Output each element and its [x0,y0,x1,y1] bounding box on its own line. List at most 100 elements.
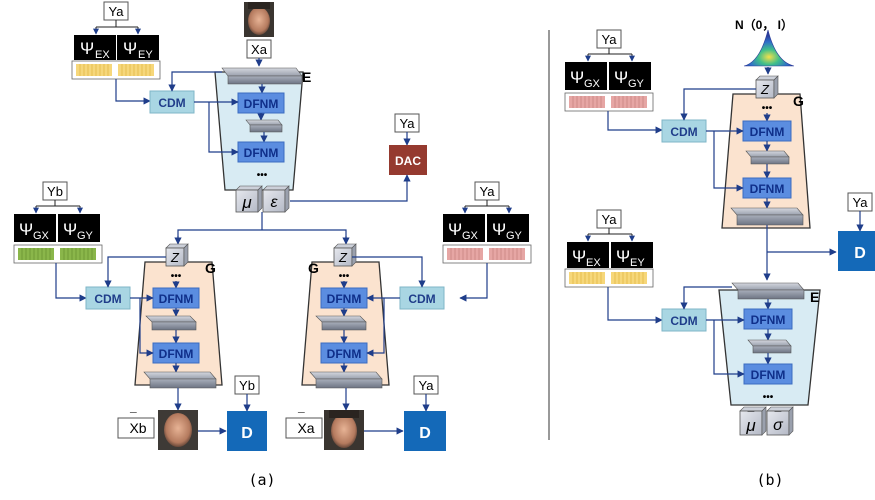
generator-label: G [793,93,804,109]
svg-text:Ψ: Ψ [570,68,584,87]
ellipsis: ••• [763,392,774,403]
panel-a: Ya Ψ EX Ψ EY Xa [13,1,532,489]
svg-text:DFNM: DFNM [327,347,362,361]
svg-text:μ: μ [241,193,252,212]
svg-text:EX: EX [95,49,110,61]
dac-block: DAC [389,145,427,175]
svg-text:Ψ: Ψ [80,39,94,58]
psi-gy-block: Ψ GY [487,214,529,242]
svg-text:CDM: CDM [408,292,435,306]
mu-cube: μ [235,185,263,213]
cdm-block: CDM [399,286,445,310]
discriminator-block: D [227,411,267,451]
caption-a: (a) [248,471,275,489]
panel-b: N（0， I） Ya Ψ GX Ψ GY G [564,17,875,489]
svg-text:Ψ: Ψ [492,220,506,239]
svg-text:DFNM: DFNM [159,347,194,361]
slab [309,371,383,389]
ya-label: Ya [602,32,618,47]
svg-text:DFNM: DFNM [751,313,786,327]
svg-text:D: D [854,245,866,262]
svg-text:¯: ¯ [297,410,305,424]
svg-text:DFNM: DFNM [244,146,279,160]
svg-text:Ψ: Ψ [19,220,33,239]
svg-text:EX: EX [586,257,601,269]
dfnm-block: DFNM [320,287,368,309]
svg-text:GY: GY [77,230,94,242]
svg-text:DFNM: DFNM [750,125,785,139]
dfnm-block: DFNM [152,287,200,309]
dfnm-block: DFNM [743,363,793,385]
dfnm-block: DFNM [742,177,792,199]
psi-gx-block: Ψ GX [14,214,56,242]
svg-text:Ψ: Ψ [123,39,137,58]
feature-strip-yellow [71,60,161,80]
generator-label: G [308,260,319,276]
small-slab [245,119,283,133]
small-slab [315,315,367,331]
dfnm-block: DFNM [152,342,200,364]
svg-text:Ψ: Ψ [448,220,462,239]
svg-text:D: D [419,425,431,442]
encoder-label: E [302,69,311,85]
slab [143,371,217,389]
slab [221,67,303,85]
cdm-block: CDM [661,119,707,143]
gaussian-surface-icon [743,29,795,67]
svg-text:EY: EY [138,49,153,61]
z-cube: Z [755,75,779,99]
cdm-block: CDM [85,286,131,310]
dfnm-block: DFNM [237,141,285,163]
svg-text:DAC: DAC [395,154,421,168]
feature-strip-yellow [564,268,654,288]
dfnm-block: DFNM [320,342,368,364]
feature-strip-green [13,244,103,264]
face-photo [244,2,274,37]
psi-ex-block: Ψ EX [74,35,116,61]
label-box-xb-hat [117,417,155,439]
ellipsis: ••• [171,271,182,282]
psi-ex-block: Ψ EX [567,242,609,269]
xa-hat-label: Xa [297,420,314,436]
svg-text:¯: ¯ [129,410,137,424]
svg-text:σ: σ [773,417,784,434]
svg-text:Ψ: Ψ [63,220,77,239]
svg-text:Ψ: Ψ [614,68,628,87]
ellipsis: ••• [339,271,350,282]
dfnm-block: DFNM [743,308,793,330]
ya-label: Ya [419,378,435,393]
svg-text:Z: Z [760,82,770,97]
svg-text:DFNM: DFNM [751,368,786,382]
svg-text:GX: GX [584,78,601,90]
ya-label: Ya [480,184,496,199]
psi-gy-block: Ψ GY [58,214,100,242]
svg-text:CDM: CDM [158,96,185,110]
slab [731,282,805,300]
svg-text:ε: ε [270,194,278,211]
cdm-block: CDM [149,90,195,114]
ya-label: Ya [853,195,869,210]
svg-text:EY: EY [630,257,645,269]
psi-gx-block: Ψ GX [565,62,607,90]
generator-label: G [205,260,216,276]
svg-text:CDM: CDM [670,125,697,139]
svg-text:DFNM: DFNM [159,292,194,306]
epsilon-cube: ε [262,185,290,213]
psi-gx-block: Ψ GX [443,214,485,242]
small-slab [747,339,792,354]
face-photo [324,410,364,450]
dfnm-block: DFNM [237,92,285,114]
small-slab [745,150,790,165]
ellipsis: ••• [762,103,773,114]
svg-text:¯: ¯ [774,409,782,423]
face-photo [158,410,198,450]
yb-label: Yb [47,184,63,199]
ya-label: Ya [109,4,125,19]
svg-text:Z: Z [170,250,180,265]
svg-text:CDM: CDM [94,292,121,306]
small-slab [145,315,197,331]
label-box-xa-hat [285,417,323,439]
mu-bar-cube: μ ¯ [739,406,767,436]
discriminator-block: D [404,411,446,451]
svg-text:D: D [241,425,253,442]
